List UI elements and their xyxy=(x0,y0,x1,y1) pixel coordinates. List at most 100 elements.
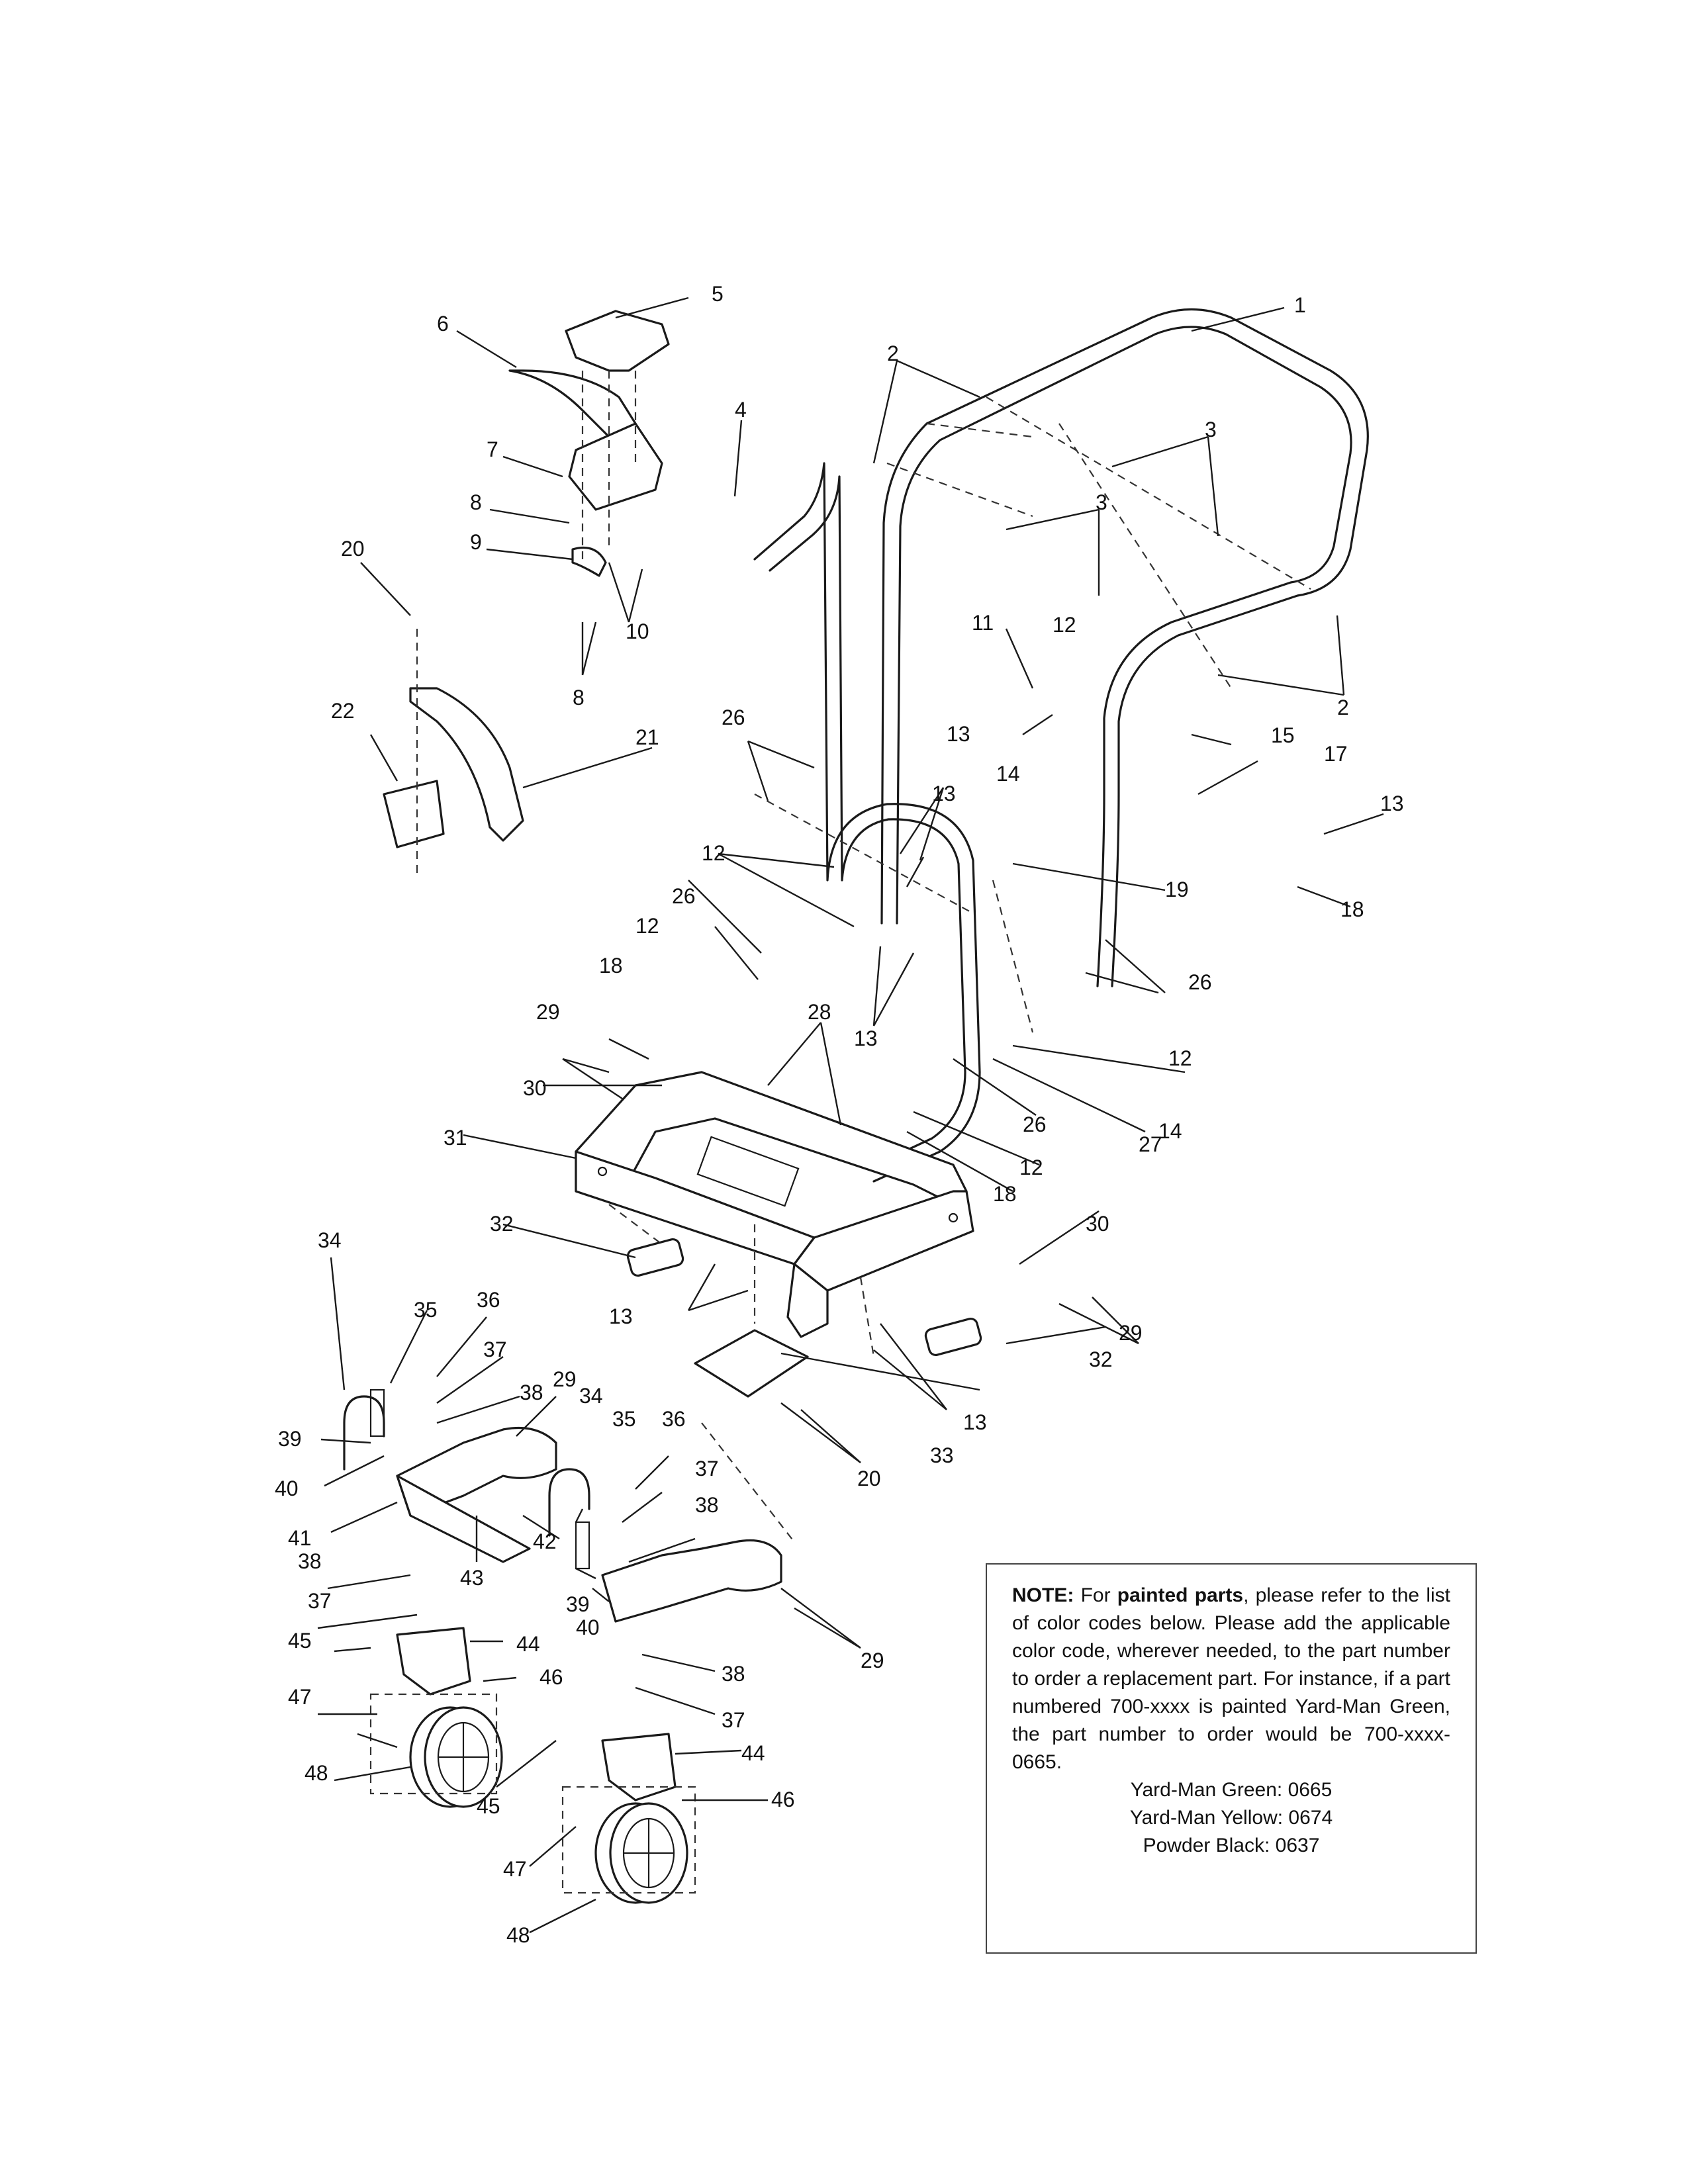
wheel-left xyxy=(369,1693,503,1808)
note-label: NOTE: xyxy=(1012,1584,1074,1606)
callout-32: 32 xyxy=(490,1212,514,1236)
callout-11: 11 xyxy=(972,611,994,635)
callout-19: 19 xyxy=(1165,878,1189,901)
callout-26: 26 xyxy=(722,705,745,729)
callout-20: 20 xyxy=(341,537,365,561)
callout-34: 34 xyxy=(579,1384,603,1408)
callout-28: 28 xyxy=(808,1000,831,1024)
callout-29: 29 xyxy=(861,1649,884,1672)
callout-40: 40 xyxy=(275,1477,299,1500)
callout-48: 48 xyxy=(305,1761,328,1785)
callout-7: 7 xyxy=(487,437,498,461)
caster-fork-left xyxy=(396,1627,471,1696)
callout-38: 38 xyxy=(520,1381,543,1404)
callout-29: 29 xyxy=(1119,1321,1143,1345)
callout-13: 13 xyxy=(932,782,956,805)
callout-45: 45 xyxy=(288,1629,312,1653)
callout-18: 18 xyxy=(993,1182,1017,1206)
callout-44: 44 xyxy=(516,1632,540,1656)
callout-5: 5 xyxy=(712,282,724,306)
callout-14: 14 xyxy=(996,762,1020,786)
callout-29: 29 xyxy=(536,1000,560,1024)
callout-20: 20 xyxy=(857,1467,881,1490)
callout-47: 47 xyxy=(503,1857,527,1881)
note-body: , please refer to the list of color code… xyxy=(1012,1584,1450,1773)
callout-45: 45 xyxy=(477,1794,500,1818)
callout-37: 37 xyxy=(308,1589,332,1613)
callout-12: 12 xyxy=(1053,613,1076,637)
callout-9: 9 xyxy=(470,530,482,554)
callout-42: 42 xyxy=(533,1529,557,1553)
upper-handle xyxy=(880,308,1369,987)
callout-31: 31 xyxy=(444,1126,467,1150)
callout-39: 39 xyxy=(566,1592,590,1616)
note-intro: For xyxy=(1080,1584,1111,1606)
callout-3: 3 xyxy=(1205,418,1217,441)
callout-12: 12 xyxy=(1019,1156,1043,1179)
callout-39: 39 xyxy=(278,1427,302,1451)
callout-1: 1 xyxy=(1294,293,1306,317)
callout-26: 26 xyxy=(1188,970,1212,994)
callout-12: 12 xyxy=(702,841,726,865)
color-code-item: Yard-Man Green: 0665 xyxy=(1130,1779,1333,1801)
color-code-item: Yard-Man Yellow: 0674 xyxy=(1129,1807,1333,1829)
callout-8: 8 xyxy=(573,686,585,709)
callout-37: 37 xyxy=(722,1708,745,1732)
callout-44: 44 xyxy=(741,1741,765,1765)
main-frame xyxy=(575,1071,974,1357)
callout-27: 27 xyxy=(1139,1132,1162,1156)
callout-36: 36 xyxy=(662,1407,686,1431)
note-emphasis: painted parts xyxy=(1117,1584,1244,1606)
callout-29: 29 xyxy=(553,1367,577,1391)
callout-8: 8 xyxy=(470,490,482,514)
caster-arm-left xyxy=(396,1426,557,1563)
callout-26: 26 xyxy=(1023,1113,1047,1136)
callout-38: 38 xyxy=(695,1493,719,1517)
callout-3: 3 xyxy=(1096,490,1107,514)
callout-30: 30 xyxy=(523,1076,547,1100)
callout-47: 47 xyxy=(288,1685,312,1709)
callout-32: 32 xyxy=(1089,1347,1113,1371)
panel-assembly xyxy=(508,310,670,577)
callout-18: 18 xyxy=(1340,897,1364,921)
callout-2: 2 xyxy=(887,341,899,365)
callout-38: 38 xyxy=(722,1662,745,1686)
color-code-list: Yard-Man Green: 0665 Yard-Man Yellow: 06… xyxy=(1012,1776,1450,1860)
callout-14: 14 xyxy=(1158,1119,1182,1143)
callout-12: 12 xyxy=(635,914,659,938)
callout-38: 38 xyxy=(298,1549,322,1573)
callout-36: 36 xyxy=(477,1288,500,1312)
callout-26: 26 xyxy=(672,884,696,908)
callout-46: 46 xyxy=(539,1665,563,1689)
callout-41: 41 xyxy=(288,1526,312,1550)
color-code-item: Powder Black: 0637 xyxy=(1143,1835,1320,1856)
side-guard xyxy=(383,629,524,874)
caster-springs xyxy=(343,1388,590,1570)
callout-22: 22 xyxy=(331,699,355,723)
callout-13: 13 xyxy=(854,1026,878,1050)
callout-37: 37 xyxy=(695,1457,719,1480)
callout-15: 15 xyxy=(1271,723,1295,747)
callout-labels: 1 2 2 3 3 4 5 6 7 8 8 9 10 11 12 12 12 1… xyxy=(275,282,1404,1947)
note-text: NOTE: For painted parts, please refer to… xyxy=(1012,1582,1450,1776)
callout-18: 18 xyxy=(599,954,623,978)
callout-35: 35 xyxy=(612,1407,636,1431)
callout-37: 37 xyxy=(483,1338,507,1361)
leader-lines xyxy=(317,296,1384,1934)
front-plate xyxy=(694,1329,809,1398)
callout-35: 35 xyxy=(414,1298,438,1322)
callout-6: 6 xyxy=(437,312,449,336)
callout-13: 13 xyxy=(963,1410,987,1434)
caster-fork-right xyxy=(601,1733,677,1801)
callout-33: 33 xyxy=(930,1443,954,1467)
painted-parts-note: NOTE: For painted parts, please refer to… xyxy=(986,1563,1477,1954)
side-plate-right xyxy=(924,1317,982,1357)
callout-17: 17 xyxy=(1324,742,1348,766)
callout-4: 4 xyxy=(735,398,747,422)
callout-10: 10 xyxy=(626,619,649,643)
callout-48: 48 xyxy=(506,1923,530,1947)
wheel-right xyxy=(561,1786,696,1904)
callout-46: 46 xyxy=(771,1788,795,1811)
callout-34: 34 xyxy=(318,1228,342,1252)
